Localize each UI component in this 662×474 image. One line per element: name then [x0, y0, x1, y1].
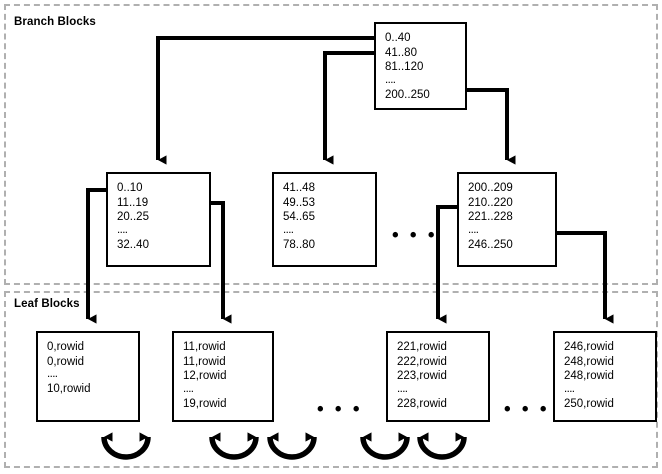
- branch-entry: 54..65: [283, 211, 315, 224]
- leaf-block-4[interactable]: 246,rowid 248,rowid 248,rowid .... 250,r…: [553, 331, 657, 422]
- leaf-entry: 228,rowid: [397, 397, 447, 410]
- branch-block-3[interactable]: 200..209 210..220 221..228 .... 246..250: [457, 172, 557, 267]
- branch-entry: 246..250: [468, 238, 513, 251]
- leaf-entry-ellipsis: ....: [47, 368, 58, 381]
- leaf-entry: 248,rowid: [564, 355, 614, 368]
- root-block[interactable]: 0..40 41..80 81..120 .... 200..250: [374, 22, 467, 110]
- leaf-block-1[interactable]: 0,rowid 0,rowid .... 10,rowid: [36, 331, 140, 422]
- leaf-entry: 223,rowid: [397, 370, 447, 383]
- leaf-entry: 11,rowid: [183, 341, 226, 353]
- leaf-entry: 221,rowid: [397, 341, 447, 353]
- leaf-entry: 11,rowid: [183, 355, 226, 368]
- root-block-entries: 0..40 41..80 81..120 .... 200..250: [385, 31, 461, 102]
- branch-row-ellipsis: • • •: [392, 225, 438, 246]
- root-entry: 200..250: [385, 88, 430, 101]
- leaf-entry: 248,rowid: [564, 370, 614, 383]
- branch-entry-ellipsis: ....: [468, 223, 479, 236]
- branch-entry: 20..25: [117, 211, 149, 224]
- branch-entry-ellipsis: ....: [117, 223, 128, 236]
- branch-block-1[interactable]: 0..10 11..19 20..25 .... 32..40: [106, 172, 211, 267]
- leaf-block-2[interactable]: 11,rowid 11,rowid 12,rowid .... 19,rowid: [172, 331, 274, 422]
- leaf-entry: 222,rowid: [397, 355, 447, 368]
- root-entry: 0..40: [385, 32, 411, 44]
- branch-entry: 49..53: [283, 196, 315, 209]
- branch-blocks-region: [4, 4, 658, 285]
- leaf-blocks-label: Leaf Blocks: [14, 298, 80, 310]
- leaf-row-ellipsis-1: • • •: [317, 399, 363, 420]
- branch-block-2[interactable]: 41..48 49..53 54..65 .... 78..80: [272, 172, 377, 267]
- root-entry: 81..120: [385, 61, 424, 74]
- branch-block-3-entries: 200..209 210..220 221..228 .... 246..250: [468, 181, 551, 252]
- root-entry: 41..80: [385, 46, 417, 59]
- branch-entry: 78..80: [283, 238, 315, 251]
- root-entry-ellipsis: ....: [385, 73, 396, 86]
- branch-entry: 221..228: [468, 211, 513, 224]
- leaf-entry: 246,rowid: [564, 341, 614, 353]
- branch-entry: 11..19: [117, 196, 149, 209]
- branch-block-2-entries: 41..48 49..53 54..65 .... 78..80: [283, 181, 371, 252]
- leaf-row-ellipsis-2: • • •: [504, 399, 550, 420]
- branch-entry-ellipsis: ....: [283, 223, 294, 236]
- branch-entry: 0..10: [117, 182, 143, 194]
- branch-block-1-entries: 0..10 11..19 20..25 .... 32..40: [117, 181, 205, 252]
- branch-entry: 32..40: [117, 238, 149, 251]
- branch-entry: 210..220: [468, 196, 513, 209]
- leaf-entry-ellipsis: ....: [183, 382, 194, 395]
- branch-entry: 41..48: [283, 182, 315, 194]
- leaf-block-3-entries: 221,rowid 222,rowid 223,rowid .... 228,r…: [397, 340, 484, 411]
- leaf-block-3[interactable]: 221,rowid 222,rowid 223,rowid .... 228,r…: [386, 331, 490, 422]
- leaf-blocks-region: [4, 291, 658, 468]
- branch-entry: 200..209: [468, 182, 513, 194]
- leaf-entry-ellipsis: ....: [564, 382, 575, 395]
- leaf-block-1-entries: 0,rowid 0,rowid .... 10,rowid: [47, 340, 134, 397]
- leaf-entry: 250,rowid: [564, 397, 614, 410]
- leaf-entry: 10,rowid: [47, 383, 91, 396]
- leaf-entry: 0,rowid: [47, 355, 85, 368]
- branch-blocks-label: Branch Blocks: [14, 16, 96, 28]
- leaf-block-4-entries: 246,rowid 248,rowid 248,rowid .... 250,r…: [564, 340, 651, 411]
- leaf-entry: 19,rowid: [183, 397, 227, 410]
- leaf-block-2-entries: 11,rowid 11,rowid 12,rowid .... 19,rowid: [183, 340, 268, 411]
- leaf-entry-ellipsis: ....: [397, 382, 408, 395]
- leaf-entry: 12,rowid: [183, 370, 227, 383]
- leaf-entry: 0,rowid: [47, 341, 85, 353]
